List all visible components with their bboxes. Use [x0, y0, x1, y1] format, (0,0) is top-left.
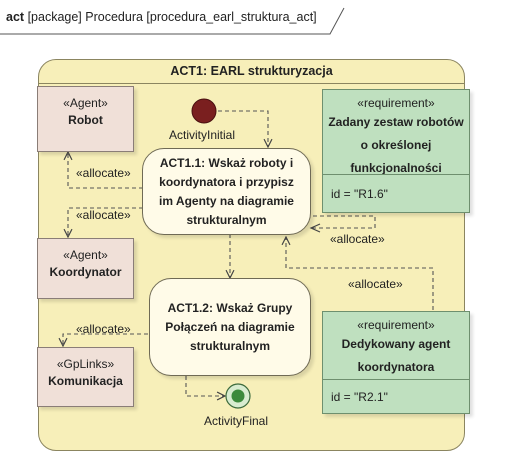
action-act12[interactable]: ACT1.2: Wskaż Grupy Połączeń na diagrami…	[149, 278, 311, 376]
block-koordynator-stereotype: «Agent»	[63, 248, 108, 262]
action-act11-line1: ACT1.1: Wskaż roboty i	[159, 155, 294, 170]
action-act12-line1: ACT1.2: Wskaż Grupy	[167, 300, 293, 315]
action-act11-line2: koordynatora i przypisz	[159, 174, 294, 189]
requirement-r16-name-line2: o określonej	[360, 138, 432, 152]
flow-act12-to-final	[185, 376, 225, 396]
initial-node-label: ActivityInitial	[169, 128, 236, 142]
allocate-to-robot	[68, 152, 143, 189]
block-robot-name: Robot	[68, 113, 103, 127]
frame-title: act [package] Procedura [procedura_earl_…	[6, 10, 317, 24]
flow-initial-to-act11	[218, 110, 268, 147]
block-koordynator[interactable]: «Agent» Koordynator	[37, 238, 134, 299]
requirement-r16-name-line1: Zadany zestaw robotów	[328, 115, 464, 129]
allocate-to-komunikacja	[63, 333, 148, 346]
action-act12-line2: Połączeń na diagramie	[165, 319, 295, 334]
block-komunikacja-name: Komunikacja	[48, 374, 123, 388]
allocate-label-koordynator: «allocate»	[76, 208, 131, 222]
action-act11-line4: strukturalnym	[186, 212, 267, 227]
partition-divider	[38, 83, 465, 84]
final-node-label: ActivityFinal	[204, 414, 269, 428]
block-robot-stereotype: «Agent»	[63, 96, 108, 110]
requirement-r21-stereotype: «requirement»	[357, 318, 435, 332]
block-robot[interactable]: «Agent» Robot	[37, 86, 134, 152]
requirement-r16[interactable]: «requirement» Zadany zestaw robotów o ok…	[322, 89, 470, 213]
action-act12-line3: strukturalnym	[189, 338, 270, 353]
requirement-r16-name-line3: funkcjonalności	[350, 161, 442, 175]
action-act11[interactable]: ACT1.1: Wskaż roboty i koordynatora i pr…	[142, 148, 311, 235]
action-act11-line3: im Agenty na diagramie	[159, 193, 294, 208]
frame-tab	[0, 7, 345, 35]
requirement-r21[interactable]: «requirement» Dedykowany agent koordynat…	[322, 311, 470, 414]
requirement-r21-name-line1: Dedykowany agent	[341, 337, 451, 351]
block-koordynator-name: Koordynator	[49, 265, 122, 279]
requirement-r21-id: id = "R2.1"	[331, 390, 388, 404]
requirement-r21-name-line2: koordynatora	[357, 360, 435, 374]
partition-title: ACT1: EARL strukturyzacja	[170, 64, 333, 78]
block-komunikacja[interactable]: «GpLinks» Komunikacja	[37, 347, 134, 407]
allocate-to-koordynator	[68, 207, 143, 237]
initial-node	[191, 98, 217, 124]
allocate-to-r16	[285, 215, 376, 229]
requirement-r16-stereotype: «requirement»	[357, 96, 435, 110]
allocate-label-robot: «allocate»	[76, 166, 131, 180]
requirement-r16-divider	[323, 174, 469, 175]
allocate-label-komunikacja: «allocate»	[76, 322, 131, 336]
requirement-r21-divider	[323, 379, 469, 380]
allocate-label-r16: «allocate»	[330, 232, 385, 246]
allocate-label-r21: «allocate»	[348, 277, 403, 291]
allocate-from-r21	[286, 237, 434, 310]
block-komunikacja-stereotype: «GpLinks»	[56, 357, 115, 371]
requirement-r16-id: id = "R1.6"	[331, 187, 388, 201]
